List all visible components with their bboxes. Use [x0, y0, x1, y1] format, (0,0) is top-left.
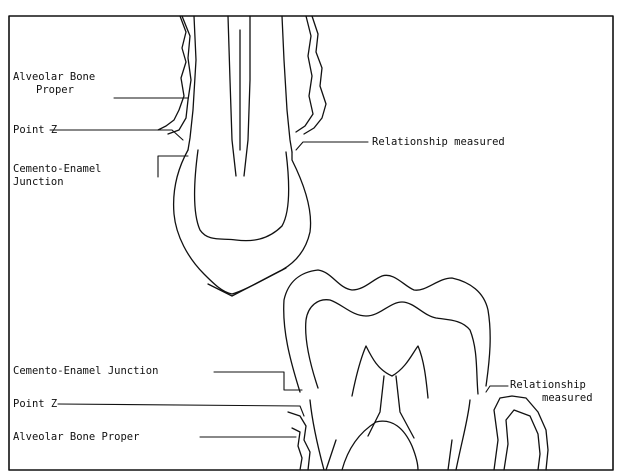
leader-upper-relationship: [296, 142, 368, 150]
leader-upper-point-z: [50, 130, 183, 140]
lower-crown-inner: [306, 300, 478, 394]
label-lower-point-z: Point Z: [13, 398, 57, 410]
lower-roots: [310, 400, 470, 470]
upper-alveolar-bone-right: [296, 16, 326, 134]
upper-enamel: [195, 150, 289, 241]
label-lower-relationship-line2: measured: [542, 392, 593, 404]
upper-pulp: [228, 16, 250, 176]
lower-tooth: [284, 270, 548, 470]
lower-alveolar-bone-left: [288, 412, 310, 470]
leader-lower-relationship: [486, 386, 508, 392]
lower-pulp: [352, 346, 428, 438]
leader-lines: [50, 98, 508, 437]
upper-crown: [174, 150, 311, 294]
label-upper-relationship: Relationship measured: [372, 136, 505, 148]
label-lower-cej: Cemento-Enamel Junction: [13, 365, 158, 377]
leader-lower-point-z: [58, 404, 304, 416]
label-upper-alveolar-bone-line2: Proper: [36, 84, 74, 96]
upper-alveolar-bone-left: [158, 16, 191, 134]
label-lower-alveolar-bone: Alveolar Bone Proper: [13, 431, 139, 443]
label-lower-relationship-line1: Relationship: [510, 379, 586, 391]
lower-alveolar-bone-right: [494, 396, 548, 470]
label-upper-point-z: Point Z: [13, 124, 57, 136]
leader-lower-cej: [214, 372, 302, 390]
upper-incisal: [208, 268, 286, 296]
label-upper-alveolar-bone-line1: Alveolar Bone: [13, 71, 95, 83]
label-upper-cej-line1: Cemento-Enamel: [13, 163, 102, 175]
label-upper-cej-line2: Junction: [13, 176, 64, 188]
